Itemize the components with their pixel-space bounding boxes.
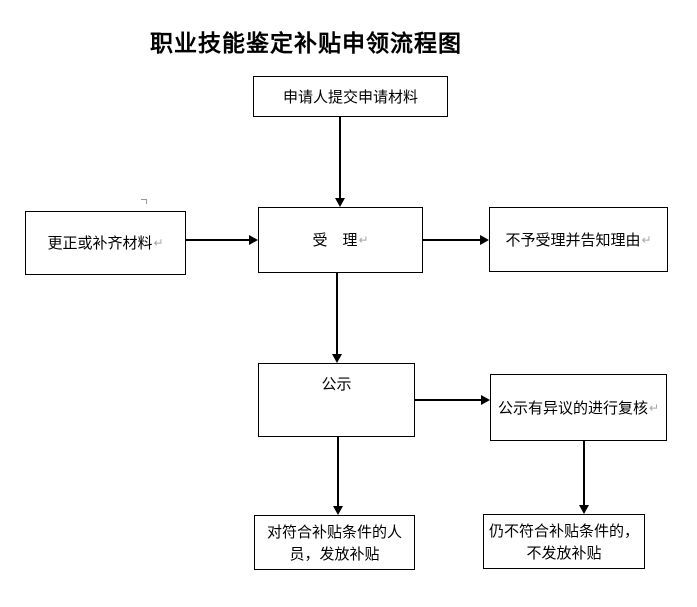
connector-publicity-to-grant (337, 437, 339, 507)
connector-review-to-nogrant (583, 441, 585, 506)
arrowhead-down-icon (579, 505, 589, 514)
connector-accept-to-reject (423, 239, 481, 241)
arrowhead-right-icon (249, 235, 258, 245)
node-label: 不予受理并告知理由 (505, 230, 641, 249)
node-label: 对符合补贴条件的人 员，发放补贴 (266, 522, 402, 563)
flow-node-reject-inform: 不予受理并告知理由 ↵ (489, 207, 668, 272)
arrowhead-right-icon (480, 235, 489, 245)
flow-node-no-subsidy: 仍不符合补贴条件的， 不发放补贴 (483, 514, 645, 569)
flow-node-accept: 受 理 ↵ (258, 207, 423, 273)
arrowhead-down-icon (332, 354, 342, 363)
connector-accept-to-publicity (336, 273, 338, 355)
chart-title: 职业技能鉴定补贴申领流程图 (150, 31, 462, 57)
connector-publicity-to-review (415, 399, 482, 401)
node-label: 申请人提交申请材料 (282, 87, 418, 106)
node-label: 公示 (321, 375, 352, 393)
flow-node-submit-materials: 申请人提交申请材料 (253, 76, 448, 117)
node-label: 仍不符合补贴条件的， 不发放补贴 (488, 521, 639, 562)
return-mark-icon: ↵ (358, 233, 369, 247)
flow-node-objection-review: 公示有异议的进行复核 ↵ (490, 374, 667, 441)
connector-correct-to-accept (186, 239, 250, 241)
flow-node-grant-subsidy: 对符合补贴条件的人 员，发放补贴 (254, 515, 415, 570)
flow-node-publicity: 公示 (258, 363, 415, 437)
node-label: 公示有异议的进行复核 (497, 398, 648, 417)
flow-node-correct-materials: 更正或补齐材料 ↵ (25, 211, 186, 275)
arrowhead-down-icon (335, 198, 345, 207)
connector-submit-to-accept (339, 117, 341, 199)
arrowhead-right-icon (481, 395, 490, 405)
node-label: 更正或补齐材料 (47, 234, 153, 252)
return-mark-icon: ↵ (648, 400, 660, 415)
return-mark-icon: ↵ (641, 232, 652, 247)
anchor-mark-icon (141, 199, 147, 204)
return-mark-icon: ↵ (153, 236, 164, 250)
arrowhead-down-icon (333, 506, 343, 515)
node-label: 受 理 (312, 231, 358, 249)
